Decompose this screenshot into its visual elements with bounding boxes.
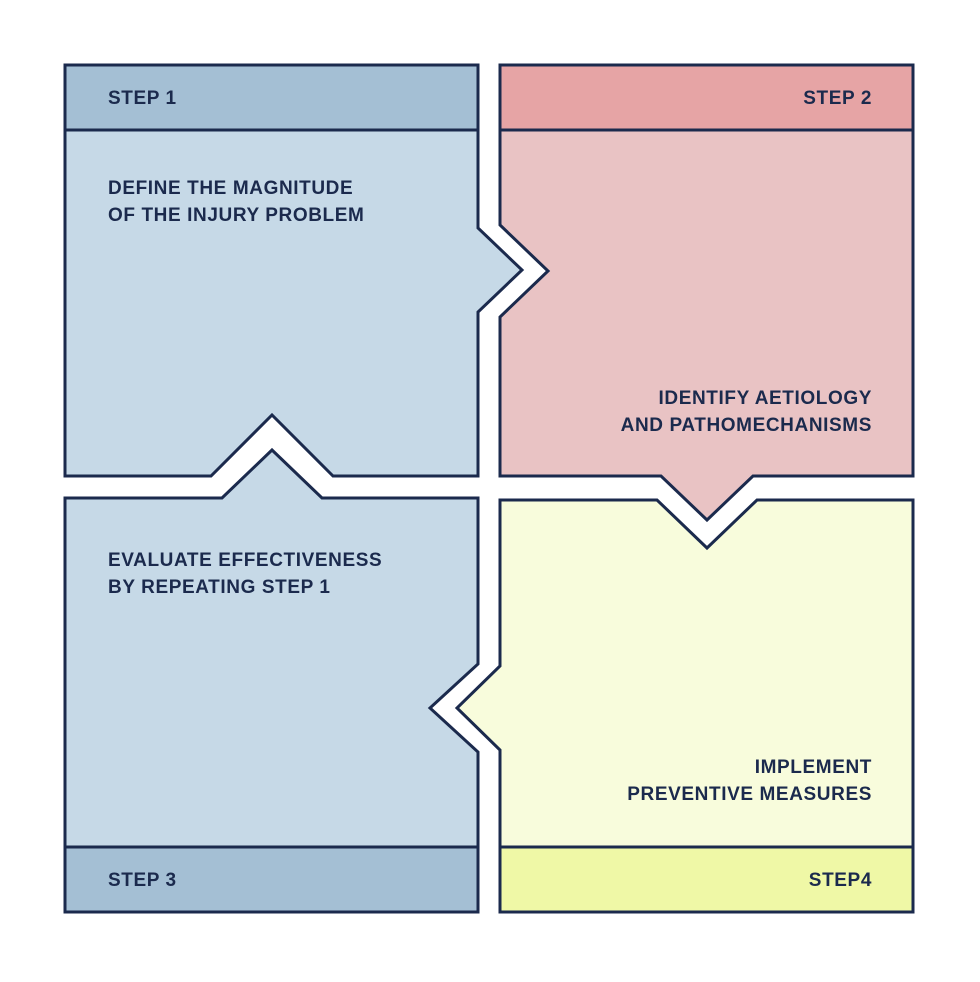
panel-step-4: STEP4 IMPLEMENT PREVENTIVE MEASURES xyxy=(454,498,915,914)
panel-step-1: STEP 1 DEFINE THE MAGNITUDE OF THE INJUR… xyxy=(63,63,525,478)
panel-step-3-shape-arrow-up xyxy=(63,447,480,914)
panel-step-2-shape-arrow-down xyxy=(498,63,915,523)
panel-step-1-header-band xyxy=(63,63,480,132)
step-1-text-line-2: OF THE INJURY PROBLEM xyxy=(108,205,364,226)
step-4-badge: STEP4 xyxy=(809,870,872,891)
step-2-text-line-2: AND PATHOMECHANISMS xyxy=(621,415,872,436)
panel-step-1-shape-arrow-right xyxy=(63,63,525,478)
panel-step-4-footer-band xyxy=(498,845,915,914)
step-2-text-line-1: IDENTIFY AETIOLOGY xyxy=(659,388,872,409)
panel-step-2: STEP 2 IDENTIFY AETIOLOGY AND PATHOMECHA… xyxy=(498,63,915,523)
step-3-badge: STEP 3 xyxy=(108,870,177,891)
panel-step-2-header-band xyxy=(498,63,915,132)
step-3-text-line-2: BY REPEATING STEP 1 xyxy=(108,577,331,598)
panel-step-3: STEP 3 EVALUATE EFFECTIVENESS BY REPEATI… xyxy=(63,447,480,914)
step-1-badge: STEP 1 xyxy=(108,88,177,109)
step-1-text-line-1: DEFINE THE MAGNITUDE xyxy=(108,178,353,199)
step-3-text-line-1: EVALUATE EFFECTIVENESS xyxy=(108,550,382,571)
step-2-badge: STEP 2 xyxy=(803,88,872,109)
step-4-text-line-1: IMPLEMENT xyxy=(755,757,872,778)
step-4-text-line-2: PREVENTIVE MEASURES xyxy=(627,784,872,805)
panel-step-3-footer-band xyxy=(63,845,480,914)
